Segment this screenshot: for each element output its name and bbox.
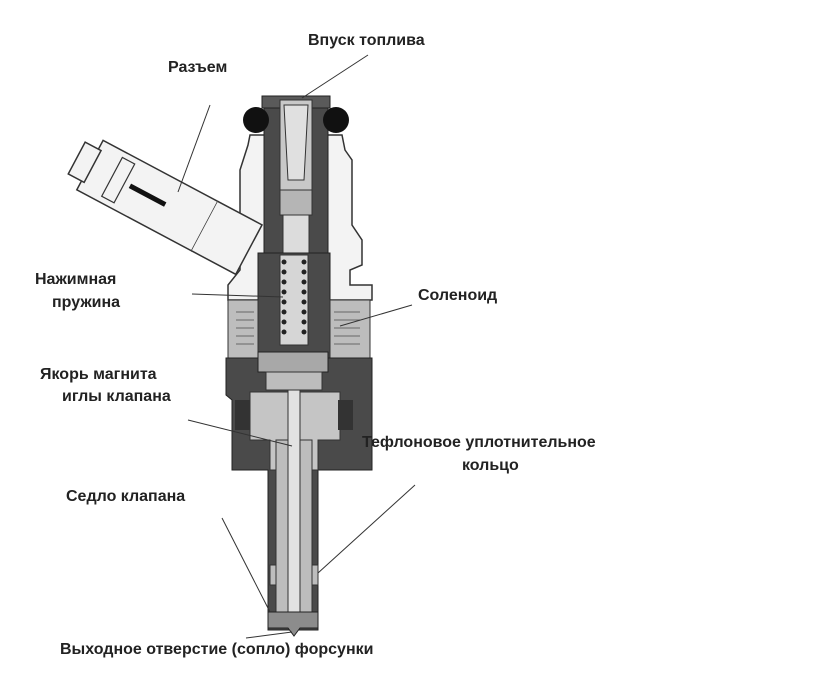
connector — [67, 139, 264, 276]
label-fuel-inlet: Впуск топлива — [308, 32, 425, 49]
solenoid-housing — [227, 299, 259, 361]
label-spring-line2: пружина — [52, 294, 121, 311]
valve-seat — [267, 611, 319, 637]
valve-needle — [287, 389, 301, 623]
label-teflon-line1: Тефлоновое уплотнительное — [362, 434, 596, 451]
o-ring-left — [243, 107, 269, 133]
label-armature-line1: Якорь магнита — [40, 366, 157, 383]
o-ring-right — [323, 107, 349, 133]
label-nozzle: Выходное отверстие (сопло) форсунки — [60, 641, 374, 658]
label-valve-seat: Седло клапана — [66, 488, 186, 505]
label-spring-line1: Нажимная — [35, 271, 117, 288]
label-solenoid: Соленоид — [418, 287, 498, 304]
armature — [257, 351, 329, 373]
label-armature-line2: иглы клапана — [62, 388, 171, 405]
label-teflon-line2: кольцо — [462, 457, 519, 474]
label-connector: Разъем — [168, 59, 228, 76]
